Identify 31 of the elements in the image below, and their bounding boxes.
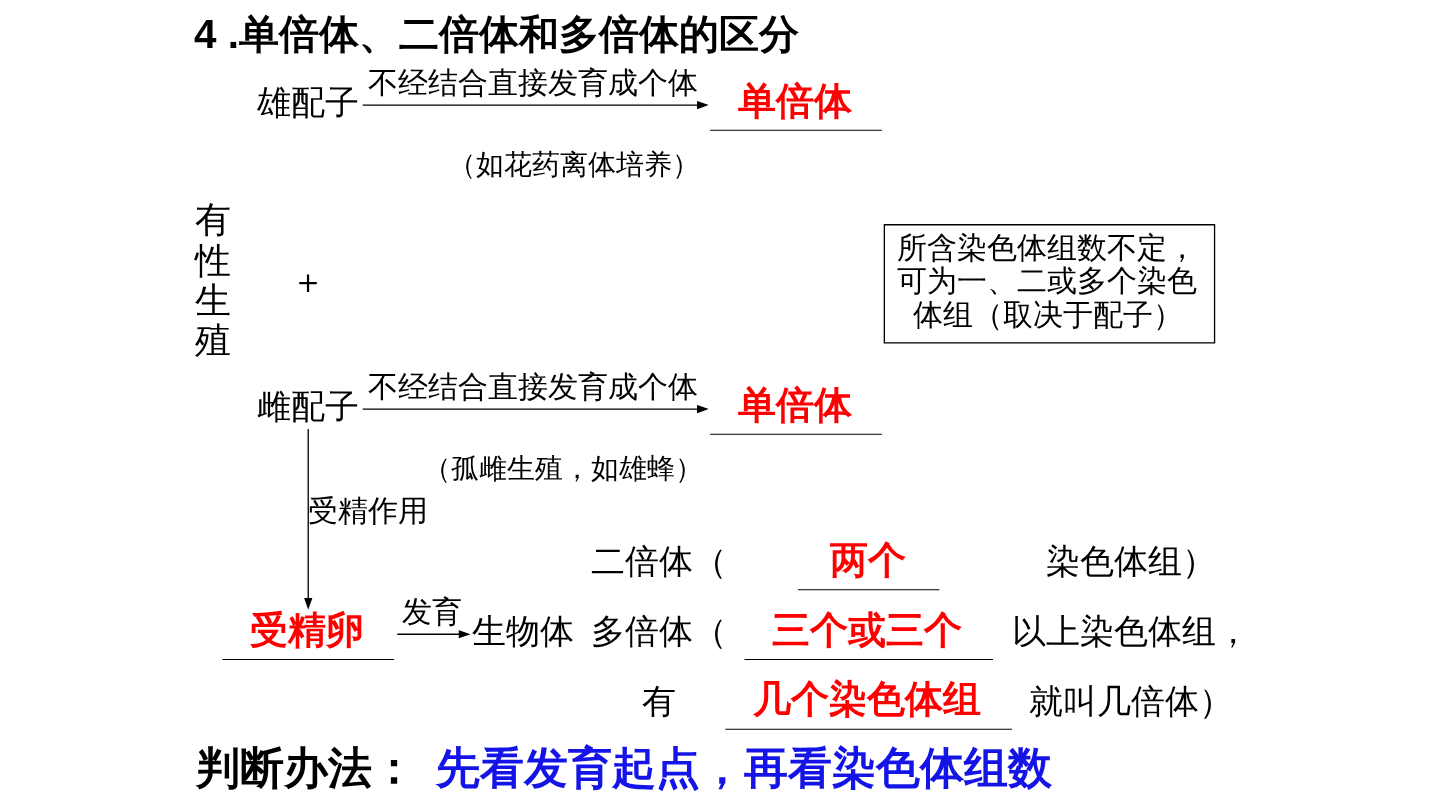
label: 两个 — [829, 538, 906, 582]
edge-label: 受精作用 — [308, 494, 429, 529]
label: 几个染色体组 — [752, 677, 981, 721]
label: （如花药离体培养） — [447, 148, 700, 180]
node-text: 雄配子 — [256, 82, 359, 121]
arrow — [362, 100, 709, 110]
node-text: 雌配子 — [256, 386, 359, 425]
edge-label: 发育 — [402, 595, 463, 630]
node-text: 生物体 — [471, 612, 574, 651]
edge-label: 不经结合直接发育成个体 — [367, 369, 698, 404]
label: 二倍体（ — [590, 542, 727, 581]
label: 三个或三个 — [771, 607, 962, 651]
label: 有 — [642, 681, 677, 720]
label: 先看发育起点，再看染色体组数 — [436, 742, 1053, 792]
label: 以上染色体组， — [1011, 612, 1250, 651]
arrow — [396, 630, 471, 639]
label: 判断办法： — [196, 742, 417, 792]
label: 染色体组） — [1045, 542, 1216, 581]
label: （孤雌生殖，如雄蜂） — [423, 452, 704, 484]
diagram-title: 4 .单倍体、二倍体和多倍体的区分 — [194, 10, 800, 57]
arrow — [304, 428, 313, 610]
node-text: 单倍体 — [737, 78, 852, 122]
arrow — [362, 404, 709, 414]
label: 就叫几倍体） — [1028, 681, 1233, 720]
node-box: 所含染色体组数不定，可为一、二或多个染色体组（取决于配子） — [883, 224, 1216, 344]
label: ＋ — [291, 261, 326, 300]
node-text: 受精卵 — [250, 607, 365, 651]
label: 有性生殖 — [194, 200, 231, 362]
label: 多倍体（ — [590, 612, 727, 651]
edge-label: 不经结合直接发育成个体 — [367, 65, 698, 100]
node-text: 单倍体 — [737, 382, 852, 426]
